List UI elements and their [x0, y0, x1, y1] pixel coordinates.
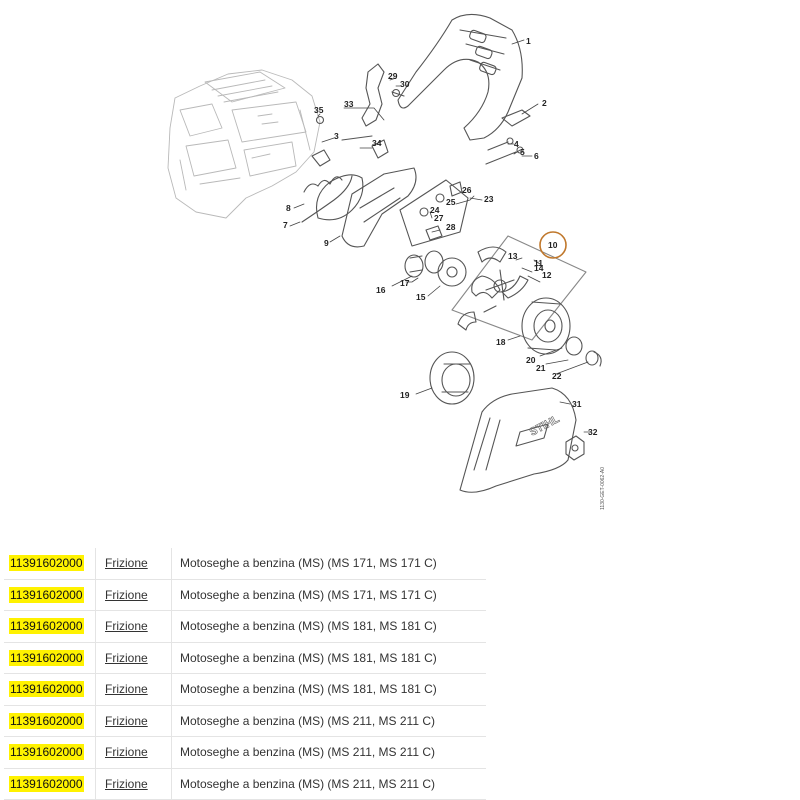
callout-10: 10	[548, 240, 558, 250]
callout-26: 26	[462, 185, 472, 195]
part-sprocket-18	[521, 297, 571, 355]
callout-3: 3	[334, 131, 339, 141]
part-brake-band-9	[315, 174, 364, 221]
part-code: 11391602000	[9, 586, 84, 603]
callout-11: 11	[534, 258, 543, 268]
callout-13: 13	[508, 251, 518, 261]
table-row: 11391602000 Frizione Motoseghe a benzina…	[4, 642, 486, 674]
part-disc-15	[437, 257, 467, 287]
part-name-link[interactable]: Frizione	[105, 619, 148, 634]
callout-18: 18	[496, 337, 506, 347]
callout-1: 1	[526, 36, 531, 46]
callout-33: 33	[344, 99, 354, 109]
callout-4: 4	[514, 139, 519, 149]
part-shield	[341, 167, 417, 248]
part-bearing-20	[565, 336, 583, 356]
highlight-circle-part-10	[539, 231, 567, 259]
table-row: 11391602000 Frizione Motoseghe a benzina…	[4, 579, 486, 611]
callout-35: 35	[314, 105, 324, 115]
part-name-link[interactable]: Frizione	[105, 682, 148, 697]
part-description: Motoseghe a benzina (MS) (MS 181, MS 181…	[171, 642, 486, 674]
table-row: 11391602000 Frizione Motoseghe a benzina…	[4, 705, 486, 737]
callout-34: 34	[372, 138, 382, 148]
callout-23: 23	[484, 194, 494, 204]
exploded-parts-diagram: 1 2 3 4 5 6 7 8 9 10 11 12 13 14 15 16 1…	[167, 13, 606, 510]
callout-12: 12	[542, 270, 552, 280]
part-name-link[interactable]: Frizione	[105, 556, 148, 571]
callout-22: 22	[552, 371, 562, 381]
part-code: 11391602000	[9, 618, 84, 635]
table-row: 11391602000 Frizione Motoseghe a benzina…	[4, 673, 486, 706]
part-cable-7	[301, 175, 353, 223]
part-washer-21	[585, 350, 599, 366]
part-clutch-panel	[451, 235, 587, 341]
part-screw-5	[485, 151, 517, 165]
part-clip-22	[593, 351, 602, 367]
callout-7: 7	[283, 220, 288, 230]
part-name-link[interactable]: Frizione	[105, 745, 148, 760]
callout-5: 5	[520, 147, 525, 157]
parts-table: 11391602000 Frizione Motoseghe a benzina…	[4, 548, 486, 800]
leader-lines	[289, 39, 591, 433]
callout-19: 19	[400, 390, 410, 400]
callout-2: 2	[542, 98, 547, 108]
table-row: 11391602000 Frizione Motoseghe a benzina…	[4, 768, 486, 800]
table-row: 11391602000 Frizione Motoseghe a benzina…	[4, 610, 486, 643]
callout-27: 27	[434, 213, 444, 223]
callout-29: 29	[388, 71, 398, 81]
part-name-link[interactable]: Frizione	[105, 587, 148, 602]
part-code: 11391602000	[9, 555, 84, 572]
reference-code: 1130-GET-0062-A0	[600, 467, 606, 510]
part-description: Motoseghe a benzina (MS) (MS 211, MS 211…	[171, 736, 486, 769]
part-drum-19	[429, 351, 475, 405]
callout-21: 21	[536, 363, 546, 373]
part-description: Motoseghe a benzina (MS) (MS 181, MS 181…	[171, 610, 486, 643]
callout-14: 14	[534, 263, 544, 273]
part-bearing-17	[424, 250, 444, 274]
part-name-link[interactable]: Frizione	[105, 650, 148, 665]
callout-15: 15	[416, 292, 426, 302]
callout-6: 6	[534, 151, 539, 161]
part-pin-2	[501, 109, 531, 127]
part-code: 11391602000	[9, 681, 84, 698]
callout-32: 32	[588, 427, 598, 437]
part-name-link[interactable]: Frizione	[105, 776, 148, 791]
part-description: Motoseghe a benzina (MS) (MS 171, MS 171…	[171, 579, 486, 611]
callout-20: 20	[526, 355, 536, 365]
part-description: Motoseghe a benzina (MS) (MS 211, MS 211…	[171, 705, 486, 737]
table-row: 11391602000 Frizione Motoseghe a benzina…	[4, 548, 486, 580]
callout-25: 25	[446, 197, 456, 207]
part-code: 11391602000	[9, 744, 84, 761]
callout-17: 17	[400, 278, 410, 288]
part-panel-23	[399, 179, 469, 247]
part-name-link[interactable]: Frizione	[105, 713, 148, 728]
part-clutch-shoe-10	[477, 246, 507, 263]
part-description: Motoseghe a benzina (MS) (MS 181, MS 181…	[171, 673, 486, 706]
part-nut-32	[565, 435, 585, 461]
part-code: 11391602000	[9, 775, 84, 792]
callout-24: 24	[430, 205, 440, 215]
part-screw-4	[487, 141, 509, 151]
part-spring-8	[303, 176, 343, 193]
part-description: Motoseghe a benzina (MS) (MS 211, MS 211…	[171, 768, 486, 800]
part-front-handle	[397, 13, 523, 141]
part-bearing-16	[404, 254, 424, 278]
part-sprocket-cover-31	[459, 387, 577, 493]
part-description: Motoseghe a benzina (MS) (MS 171, MS 171…	[171, 548, 486, 580]
callout-28: 28	[446, 222, 456, 232]
callout-8: 8	[286, 203, 291, 213]
callout-9: 9	[324, 238, 329, 248]
table-row: 11391602000 Frizione Motoseghe a benzina…	[4, 736, 486, 769]
part-lever-29	[361, 63, 385, 127]
callout-31: 31	[572, 399, 582, 409]
callout-30: 30	[400, 79, 410, 89]
part-code: 11391602000	[9, 649, 84, 666]
part-clutch-shoe-12	[501, 275, 529, 299]
engine-body	[167, 69, 321, 219]
part-code: 11391602000	[9, 712, 84, 729]
callout-16: 16	[376, 285, 386, 295]
